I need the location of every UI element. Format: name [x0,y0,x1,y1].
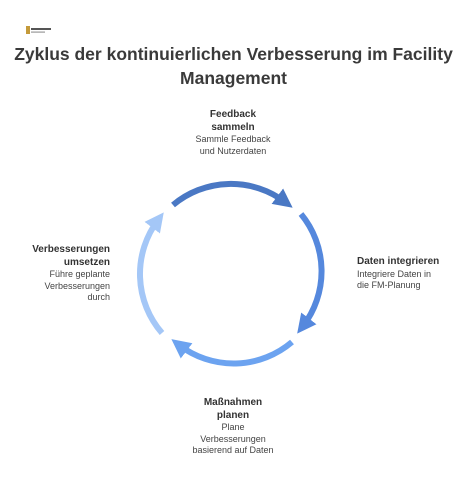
arrow-feedback-to-daten [171,180,293,208]
step-feedback: Feedback sammeln Sammle Feedback und Nut… [168,109,298,157]
step-verbesserungen-title: Verbesserungen umsetzen [32,244,110,268]
arrow-daten-to-massnahmen [297,212,325,334]
title-line-1: Zyklus der kontinuierlichen Verbesserung… [14,44,453,64]
logo-icon [26,26,51,34]
step-daten: Daten integrieren Integriere Daten in di… [357,256,462,292]
step-massnahmen: Maßnahmen planen Plane Verbesserungen ba… [163,397,303,457]
step-feedback-desc: Sammle Feedback und Nutzerdaten [195,134,271,156]
step-massnahmen-desc: Plane Verbesserungen basierend auf Daten [192,422,274,455]
step-verbesserungen-desc: Führe geplante Verbesserungen durch [44,269,110,302]
step-massnahmen-title: Maßnahmen planen [203,397,263,421]
step-verbesserungen: Verbesserungen umsetzen Führe geplante V… [5,244,110,304]
page-title: Zyklus der kontinuierlichen Verbesserung… [0,42,467,90]
step-daten-desc: Integriere Daten in die FM-Planung [357,268,432,291]
step-feedback-title: Feedback sammeln [209,109,257,133]
arrow-massnahmen-to-verbesserungen [171,339,294,367]
arrow-verbesserungen-to-feedback [137,212,165,335]
step-daten-title: Daten integrieren [357,256,440,267]
title-line-2: Management [180,68,287,88]
